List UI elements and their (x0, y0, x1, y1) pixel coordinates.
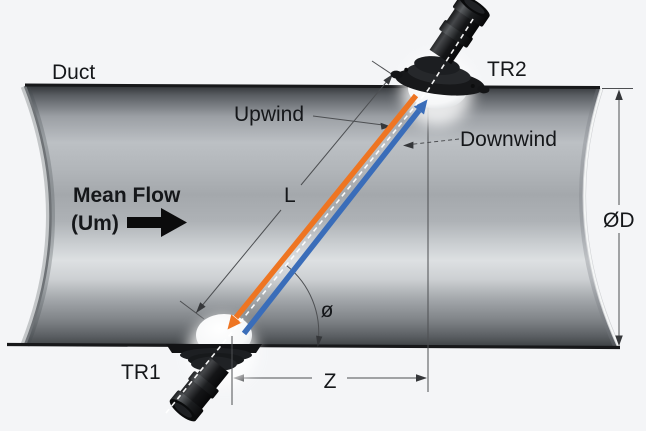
axial-distance-label: Z (324, 370, 337, 393)
diameter-arrow-down-icon (615, 335, 623, 346)
l-tick-bottom (179, 300, 205, 320)
path-length-label: L (284, 184, 296, 207)
duct-right-end-shade (579, 86, 621, 349)
upwind-leader-line (312, 115, 384, 126)
mean-flow-label-line2: (Um) (71, 212, 119, 235)
angle-arrow-icon (316, 335, 323, 347)
duct-right-end-rim (583, 87, 620, 348)
tr1-label: TR1 (121, 361, 161, 384)
tr2-label: TR2 (487, 58, 527, 81)
tr1-barrel (169, 357, 229, 422)
l-dimension-line (195, 73, 394, 314)
duct-top-wall-line (24, 83, 601, 89)
upwind-label: Upwind (234, 103, 304, 126)
upwind-arrowhead-icon (227, 314, 242, 330)
upwind-path-line (233, 93, 419, 320)
upwind-leader-arrow-icon (380, 122, 391, 130)
downwind-arrowhead-icon (413, 99, 428, 115)
diameter-label: ØD (603, 209, 635, 232)
transducer-axis-dashed-line (165, 15, 476, 414)
mean-flow-label-line1: Mean Flow (73, 184, 181, 207)
downwind-path-line (241, 108, 422, 336)
duct-left-end-edge (23, 85, 52, 346)
l-arrow-bottom-icon (196, 302, 206, 313)
downwind-label: Downwind (460, 128, 557, 151)
downwind-leader-arrow-icon (403, 141, 414, 149)
flow-arrow-icon (127, 208, 187, 237)
downwind-leader-line (409, 138, 460, 145)
angle-label: ø (321, 299, 334, 322)
tr2-barrel (429, 0, 490, 65)
l-arrow-top-icon (383, 74, 393, 85)
diameter-arrow-up-icon (615, 89, 623, 100)
duct-bottom-wall-line (6, 342, 621, 350)
duct-label: Duct (52, 61, 95, 84)
z-arrow-right-icon (416, 374, 427, 382)
